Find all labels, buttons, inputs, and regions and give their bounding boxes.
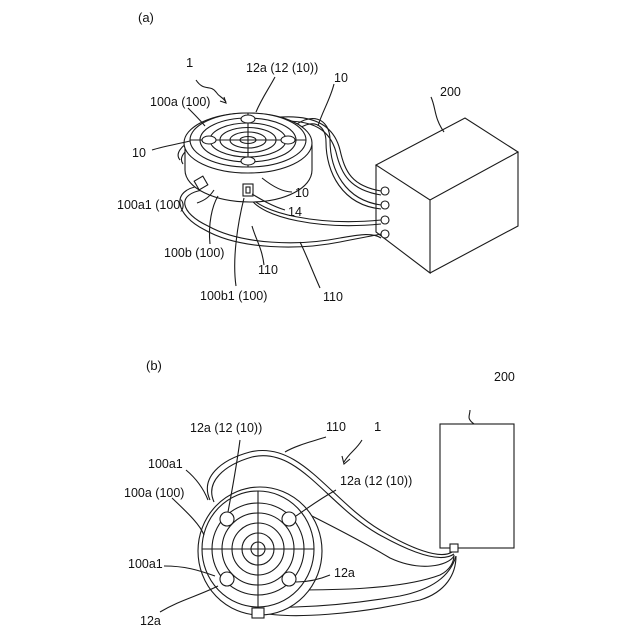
unit-port — [450, 544, 458, 552]
label-cable-right: 110 — [323, 290, 343, 304]
label-pad-top-b: 12a (12 (10)) — [190, 421, 262, 435]
label-sheet-b1: 100b1 (100) — [200, 289, 267, 303]
label-connector: 14 — [288, 205, 302, 219]
unit-ports — [381, 187, 389, 238]
label-electrode-front: 10 — [295, 186, 309, 200]
label-pad-lower-right-b: 12a — [334, 566, 355, 580]
control-unit-box — [376, 118, 518, 273]
label-electrode-left: 10 — [132, 146, 146, 160]
label-cable-b: 110 — [326, 420, 346, 434]
panel-a: (a) — [117, 10, 518, 304]
label-pad-ref-top: 12a (12 (10)) — [246, 61, 318, 75]
panel-b-caption: (b) — [146, 358, 162, 373]
label-sheet-a-b: 100a (100) — [124, 486, 184, 500]
label-pad-right-b: 12a (12 (10)) — [340, 474, 412, 488]
panel-a-caption: (a) — [138, 10, 154, 25]
label-electrode-right: 10 — [334, 71, 348, 85]
control-unit-rect — [440, 424, 514, 548]
label-sheet-a: 100a (100) — [150, 95, 210, 109]
label-device-b: 1 — [374, 419, 381, 434]
label-pad-lower-left-b: 12a — [140, 614, 161, 628]
label-sheet-a1: 100a1 (100) — [117, 198, 184, 212]
label-sheet-a1-bottom-b: 100a1 — [128, 557, 163, 571]
label-cable-left: 110 — [258, 263, 278, 277]
label-sheet-a1-top-b: 100a1 — [148, 457, 183, 471]
label-sheet-b: 100b (100) — [164, 246, 224, 260]
label-unit: 200 — [440, 85, 461, 99]
sheet-base-b — [198, 487, 322, 618]
label-device: 1 — [186, 55, 193, 70]
panel-b: (b) — [124, 358, 515, 628]
label-unit-b: 200 — [494, 370, 515, 384]
electrode-disc — [190, 113, 306, 167]
